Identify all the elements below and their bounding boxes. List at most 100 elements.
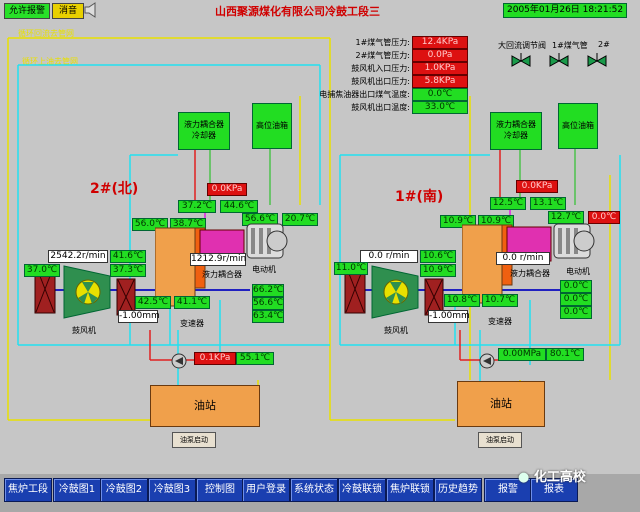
status-row-value: 33.0℃ [412,101,468,114]
unit1-t9: 10.9℃ [420,264,456,277]
unit2-t11: 41.1℃ [174,296,210,309]
allow-alarm-button[interactable]: 允许报警 [4,3,50,19]
status-row-label: 鼓风机出口温度: [351,103,410,112]
unit2-tank-label: 高位油箱 [256,121,288,130]
unit1-gearbox-label: 变速器 [488,317,512,326]
nav-button[interactable]: 控制图 [196,478,244,502]
unit1-title: 1#(南) [395,189,444,205]
watermark-icon: ● [518,470,530,485]
unit1-t8: 10.6℃ [420,250,456,263]
unit2-t10: 42.5℃ [135,296,171,309]
unit2-motor-t1: 66.2℃ [252,284,284,297]
nav-button[interactable]: 冷鼓图3 [148,478,196,502]
unit2-fan-icon[interactable] [62,262,112,322]
status-row-label: 鼓风机入口压力: [351,64,410,73]
nav-button[interactable]: 历史趋势 [434,478,482,502]
valve-icon-gas1[interactable] [548,52,570,72]
unit1-t1: 12.5℃ [490,197,526,210]
unit1-t6: 0.0℃ [588,211,620,224]
unit2-pump-icon[interactable] [170,352,188,370]
unit1-t2: 13.1℃ [530,197,566,210]
status-row-label: 1#煤气管压力: [355,38,411,47]
valve-icon-gas2[interactable] [586,52,608,72]
status-row-value: 12.4KPa [412,36,468,49]
unit1-motor-t2: 0.0℃ [560,293,592,306]
status-row-value: 0.0Pa [412,49,468,62]
unit2-motor[interactable] [245,220,291,262]
unit2-displacement: -1.00mm [118,310,160,323]
oil-station-right[interactable]: 油站 [457,381,545,427]
unit1-displacement: -1.00mm [428,310,470,323]
unit2-motor-t3: 63.4℃ [252,310,284,323]
valve-label-reflux: 大回流调节阀 [498,41,546,50]
nav-button[interactable]: 冷鼓图1 [53,478,101,502]
valve-icon-reflux[interactable] [510,52,532,72]
page-title: 山西聚源煤化有限公司冷鼓工段三 [215,5,380,18]
unit1-motor-t3: 0.0℃ [560,306,592,319]
unit1-cooler-label: 液力耦合器冷却器 [496,120,536,140]
watermark: ● 化工高校 [518,466,586,485]
unit1-speed2: 0.0 r/min [496,252,550,265]
unit1-pump-green-1: 0.00MPa [498,348,546,361]
mute-button[interactable]: 消音 [52,3,84,19]
unit2-pump-red: 0.1KPa [194,352,236,365]
unit2-t7: 37.0℃ [24,264,60,277]
unit2-cooler[interactable]: 液力耦合器冷却器 [178,112,230,150]
unit1-tank-label: 高位油箱 [562,121,594,130]
nav-button[interactable]: 用户登录 [242,478,290,502]
status-row-value: 1.0KPa [412,62,468,75]
unit1-speed1: 0.0 r/min [360,250,418,263]
nav-button[interactable]: 冷鼓图2 [100,478,148,502]
unit1-t10: 10.8℃ [444,294,480,307]
unit2-speed2: 1212.9r/min [190,253,247,266]
unit2-gearbox-label: 变速器 [180,319,204,328]
valve-label-gas1: 1#煤气管 [552,41,588,50]
nav-button[interactable]: 报警 [484,478,532,502]
unit2-t8: 41.6℃ [110,250,146,263]
unit1-pump-icon[interactable] [478,352,496,370]
status-row-value: 5.8KPa [412,75,468,88]
unit2-title: 2#(北) [90,181,139,197]
unit2-t9: 37.3℃ [110,264,146,277]
nav-button[interactable]: 焦炉工段 [4,478,52,502]
watermark-text: 化工高校 [533,470,586,485]
unit1-t11: 10.7℃ [482,294,518,307]
unit2-tank[interactable]: 高位油箱 [252,103,292,149]
nav-button[interactable]: 焦炉联锁 [386,478,434,502]
oil-station-left-label: 油站 [194,399,216,412]
oil-station-right-label: 油站 [490,397,512,410]
unit1-motor-t1: 0.0℃ [560,280,592,293]
status-row-label: 鼓风机出口压力: [351,77,410,86]
unit2-pump-green: 55.1℃ [236,352,274,365]
oil-station-left[interactable]: 油站 [150,385,260,427]
unit1-motor-label: 电动机 [566,267,590,276]
unit2-t6: 20.7℃ [282,213,318,226]
recycle-label-1: 循环回流去管网 [18,29,74,38]
unit1-fan-icon[interactable] [370,262,420,322]
unit1-pump-green-2: 80.1℃ [546,348,584,361]
unit2-fan-label: 鼓风机 [72,326,96,335]
nav-button[interactable]: 系统状态 [290,478,338,502]
speaker-icon [84,2,96,18]
status-row-label: 电捕焦油器出口煤气温度: [319,90,410,99]
nav-button[interactable]: 冷鼓联锁 [338,478,386,502]
unit2-cooler-label: 液力耦合器冷却器 [184,120,224,140]
unit1-tank[interactable]: 高位油箱 [558,103,598,149]
unit1-top-red: 0.0KPa [516,180,558,193]
datetime-display: 2005年01月26日 18:21:52 [503,3,628,18]
unit1-fan-label: 鼓风机 [384,326,408,335]
unit2-speed1: 2542.2r/min [48,250,108,263]
nav-button[interactable]: 报表 [530,478,578,502]
unit1-motor[interactable] [552,220,598,262]
unit1-outlet-box [424,278,444,316]
unit2-motor-label: 电动机 [252,265,276,274]
pump-start-right-button[interactable]: 油泵启动 [478,432,522,448]
unit2-t2: 44.6℃ [220,200,258,213]
valve-label-gas2: 2# [598,40,610,49]
unit2-t1: 37.2℃ [178,200,216,213]
unit1-cooler[interactable]: 液力耦合器冷却器 [490,112,542,150]
status-row-value: 0.0℃ [412,88,468,101]
unit1-t7: 11.0℃ [334,262,368,275]
pump-start-left-button[interactable]: 油泵启动 [172,432,216,448]
unit2-top-red: 0.0KPa [207,183,247,196]
